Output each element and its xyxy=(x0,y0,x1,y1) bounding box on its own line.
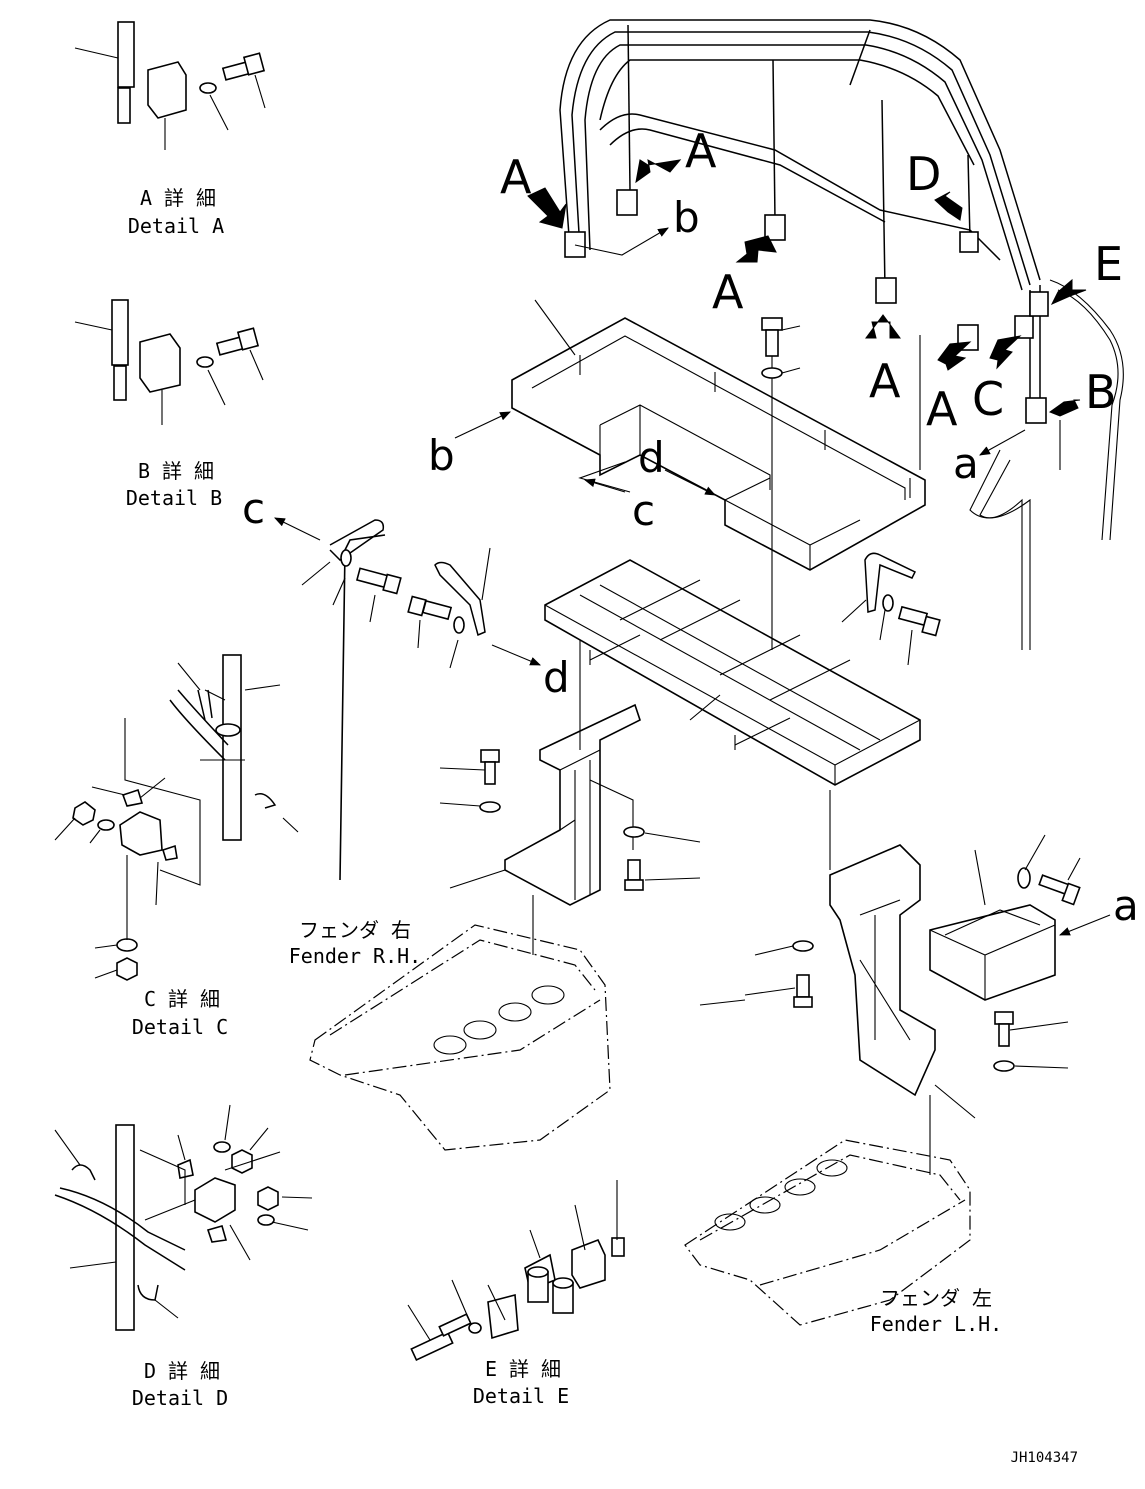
callout-a-1: a xyxy=(953,439,979,488)
detail-e-jp: E 詳 細 xyxy=(485,1357,561,1381)
callout-b-1: b xyxy=(673,193,700,242)
callout-b-2: b xyxy=(428,431,455,480)
detail-e-drawing xyxy=(407,1180,625,1361)
detail-c-en: Detail C xyxy=(132,1015,228,1039)
callout-A-5: A xyxy=(926,382,958,436)
view-arrows xyxy=(527,159,1087,417)
fasteners xyxy=(329,317,1081,1072)
callout-B: B xyxy=(1085,365,1117,419)
left-bracket xyxy=(829,844,936,1097)
callout-A-4: A xyxy=(869,354,901,408)
detached-rail-outline xyxy=(969,279,1124,650)
detail-a-drawing xyxy=(74,21,266,150)
fender-lh-jp: フェンダ 左 xyxy=(880,1286,992,1310)
detail-b-drawing xyxy=(74,299,264,425)
handrail-assembly xyxy=(559,19,1049,424)
detail-d-drawing xyxy=(54,1104,313,1331)
fender-lh xyxy=(684,1139,971,1326)
callout-d-1: d xyxy=(638,433,665,482)
detail-c-jp: C 詳 細 xyxy=(144,987,220,1011)
detail-a-en: Detail A xyxy=(128,214,224,238)
callout-E: E xyxy=(1094,237,1123,291)
callout-d-2: d xyxy=(543,653,570,702)
callout-A-1: A xyxy=(500,150,532,204)
detail-d-jp: D 詳 細 xyxy=(144,1359,220,1383)
detail-d-en: Detail D xyxy=(132,1386,228,1410)
leader-lines xyxy=(301,299,1081,1119)
detail-c-drawing xyxy=(54,654,299,981)
callout-C: C xyxy=(972,372,1004,426)
callout-a-2: a xyxy=(1113,881,1139,930)
fender-rh-en: Fender R.H. xyxy=(289,944,421,968)
drawing-number: JH104347 xyxy=(1011,1450,1078,1466)
reference-arrows xyxy=(274,227,1111,936)
fender-rh xyxy=(309,924,611,1151)
detail-e-en: Detail E xyxy=(473,1384,569,1408)
detail-a-jp: A 詳 細 xyxy=(140,186,216,210)
upper-floor-tray xyxy=(511,317,926,571)
right-bracket xyxy=(504,703,641,906)
fender-lh-en: Fender L.H. xyxy=(870,1312,1002,1336)
callout-c-2: c xyxy=(242,484,265,533)
callout-D: D xyxy=(906,147,941,201)
callout-c-1: c xyxy=(632,486,655,535)
fender-rh-jp: フェンダ 右 xyxy=(299,918,411,942)
detail-b-en: Detail B xyxy=(126,486,222,510)
step-box xyxy=(929,904,1056,1001)
detail-b-jp: B 詳 細 xyxy=(138,459,214,483)
base-frame xyxy=(544,559,921,786)
callout-A-3: A xyxy=(712,265,744,319)
callout-A-2: A xyxy=(685,124,717,178)
